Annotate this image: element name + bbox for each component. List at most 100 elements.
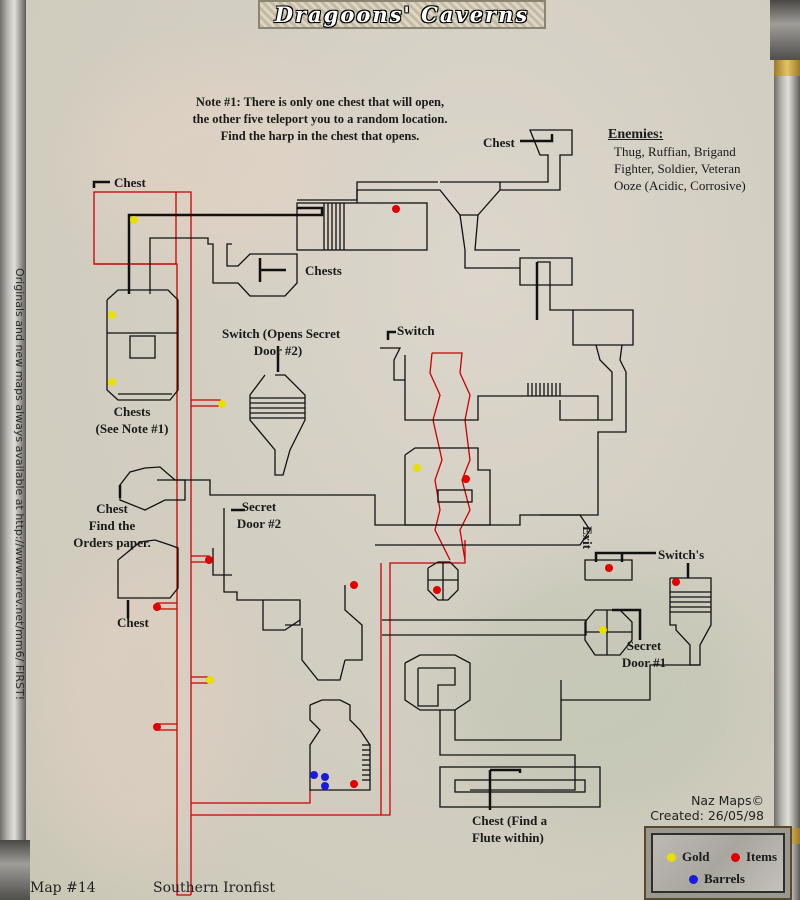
item-marker <box>462 475 470 483</box>
label-chest-lower-left: Chest <box>117 615 149 630</box>
item-marker <box>672 578 680 586</box>
red-passage <box>432 352 471 561</box>
legend-label: Gold <box>682 849 710 864</box>
item-marker <box>392 205 400 213</box>
label-line: Chests <box>113 404 151 419</box>
label-secret-door-1: Secret Door #1 <box>617 637 671 671</box>
wall <box>405 344 627 526</box>
wall <box>344 585 363 661</box>
label-exit: Exit <box>580 526 595 550</box>
red-passages <box>93 191 471 896</box>
label-line: Secret <box>241 499 277 514</box>
wall <box>157 479 405 526</box>
gold-marker <box>206 676 214 684</box>
chest-pointer <box>520 134 554 143</box>
stairs <box>527 383 561 396</box>
inner-wall <box>417 667 456 707</box>
wall <box>301 628 346 681</box>
stairs <box>129 335 156 359</box>
item-marker <box>153 723 161 731</box>
flute-pointer <box>490 768 522 773</box>
item-dot-icon <box>731 852 740 862</box>
label-chests-note: Chests (See Note #1) <box>86 403 178 437</box>
credit-created: Created: 26/05/98 <box>650 808 764 823</box>
enemy-line: Ooze (Acidic, Corrosive) <box>614 178 746 193</box>
red-passage <box>191 790 311 804</box>
note-1: Note #1: There is only one chest that wi… <box>130 94 510 145</box>
gold-dot-icon <box>667 852 676 862</box>
wall <box>212 548 232 576</box>
legend-items: Items <box>731 849 777 865</box>
label-line: Orders paper. <box>73 535 151 550</box>
label-secret-door-2: Secret Door #2 <box>236 498 282 532</box>
barrel-marker <box>310 771 318 779</box>
label-line: Secret <box>626 638 662 653</box>
label-line: Chest (Find a <box>472 813 548 828</box>
switch-room <box>249 374 306 476</box>
wall <box>439 710 576 791</box>
background-texture <box>40 560 240 860</box>
corridor <box>382 619 587 636</box>
gold-marker <box>108 378 116 386</box>
cavern-walls <box>92 129 712 810</box>
flute-room <box>439 766 601 808</box>
stairs <box>323 203 345 250</box>
item-marker <box>350 780 358 788</box>
red-passage <box>191 399 221 407</box>
label-switch: Switch <box>397 323 435 338</box>
wall <box>454 664 700 741</box>
label-chest-top-left: Chest <box>114 175 146 190</box>
orders-room <box>119 466 186 511</box>
barrel-marker <box>321 773 329 781</box>
label-chest-flute: Chest (Find a Flute within) <box>472 812 547 846</box>
switch-room-top <box>584 559 633 581</box>
wall <box>149 237 298 297</box>
label-switch-opens-secret: Switch (Opens Secret Door #2) <box>222 325 341 359</box>
wall <box>474 214 520 251</box>
note-line: Note #1: There is only one chest that wi… <box>195 95 445 109</box>
map-title: Dragoons' Caverns <box>274 2 530 27</box>
red-passage <box>93 191 177 265</box>
wall <box>262 600 301 631</box>
grate <box>437 489 473 503</box>
label-line: Flute within) <box>472 830 544 845</box>
stair-room <box>296 202 428 251</box>
barrel-room <box>309 699 371 791</box>
barrel-dot-icon <box>689 874 698 884</box>
label-switches: Switch's <box>658 547 705 562</box>
wall <box>559 344 613 421</box>
item-marker <box>350 581 358 589</box>
wall <box>297 181 438 201</box>
chest-room <box>117 539 179 599</box>
red-passage <box>94 263 191 896</box>
item-marker <box>153 603 161 611</box>
markers <box>108 205 680 790</box>
item-marker <box>605 564 613 572</box>
legend-gold: Gold <box>667 849 709 865</box>
label-chest-top-right: Chest <box>483 135 515 150</box>
flute-room-inner <box>454 779 586 793</box>
enemy-line: Thug, Ruffian, Brigand <box>614 144 736 159</box>
label-line: Switch (Opens Secret <box>222 326 341 341</box>
stairs <box>670 591 711 613</box>
chest-pointer <box>92 180 110 188</box>
switch-pointer <box>386 330 396 340</box>
gold-marker <box>130 216 138 224</box>
switch-stair-room <box>669 577 712 666</box>
switches-pointer <box>594 551 656 562</box>
north-chamber <box>106 289 179 401</box>
switch-alcove <box>380 347 405 381</box>
octagon-room <box>427 561 459 601</box>
wall <box>537 261 634 346</box>
label-chest-orders: Chest Find the Orders paper. <box>62 500 162 551</box>
label-line: Chest <box>96 501 128 516</box>
label-line: Door #1 <box>621 655 667 670</box>
item-marker <box>433 586 441 594</box>
label-line: Door #2) <box>253 343 303 358</box>
item-marker <box>205 556 213 564</box>
legend: Gold Items Barrels <box>644 826 792 900</box>
legend-label: Items <box>746 849 778 864</box>
wall <box>375 514 591 546</box>
red-passage <box>429 352 451 561</box>
